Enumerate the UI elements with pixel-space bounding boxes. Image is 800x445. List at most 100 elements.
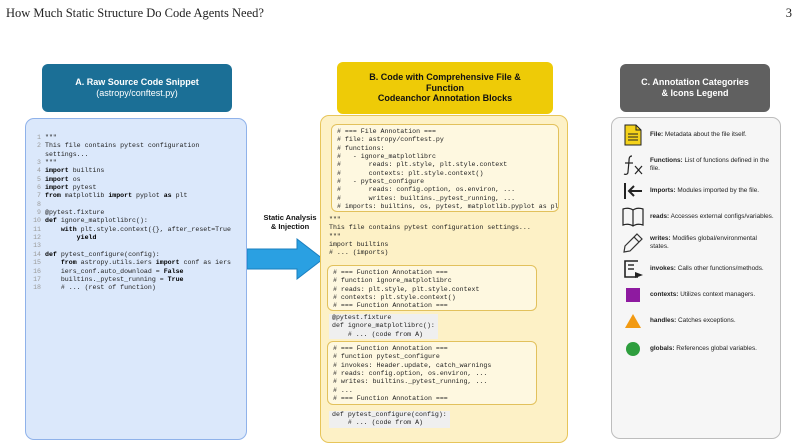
code-text: builtins._pytest_running = bbox=[45, 275, 168, 283]
line-number: 10 bbox=[33, 217, 41, 225]
code-keyword: def bbox=[45, 250, 57, 258]
code-line: # contexts: plt.style.context() bbox=[337, 169, 484, 177]
code-line: def ignore_matplotlibrc(): bbox=[332, 322, 435, 330]
line-number: 13 bbox=[33, 242, 41, 250]
code-line: # reads: config.option, os.environ, ... bbox=[333, 370, 488, 378]
panel-c-title-line-1: C. Annotation Categories bbox=[641, 77, 749, 88]
code-keyword: yield bbox=[76, 234, 97, 242]
file-annotation-block: # === File Annotation ===# file: astropy… bbox=[331, 124, 559, 212]
raw-code-block: 1 """ 2 This file contains pytest configura… bbox=[32, 134, 244, 293]
panel-a-subtitle: (astropy/conftest.py) bbox=[96, 88, 178, 98]
running-title: How Much Static Structure Do Code Agents… bbox=[6, 6, 264, 20]
code-keyword: from bbox=[60, 259, 77, 267]
code-text: # ... (rest of function) bbox=[45, 284, 156, 292]
code-text bbox=[45, 226, 61, 233]
arrow-label: Static Analysis & Injection bbox=[254, 213, 326, 231]
function-annotation-code-1: # === Function Annotation ===# function … bbox=[333, 269, 531, 310]
code-line: 3""" bbox=[32, 159, 244, 167]
code-line: # - pytest_configure bbox=[337, 178, 425, 186]
panel-a-title: A. Raw Source Code Snippet bbox=[75, 77, 199, 88]
code-line: 16 iers_conf.auto_download = False bbox=[32, 268, 244, 276]
legend-desc-globals: References global variables. bbox=[674, 345, 757, 352]
code-text: """ bbox=[45, 159, 57, 167]
legend-label-handles: handles: bbox=[650, 317, 677, 324]
panel-a-header: A. Raw Source Code Snippet (astropy/conf… bbox=[42, 64, 232, 112]
code-keyword: import bbox=[45, 167, 69, 175]
purple-square-icon bbox=[622, 284, 644, 306]
function-annotation-code-2: # === Function Annotation ===# function … bbox=[333, 345, 531, 403]
code-text: @pytest.fixture bbox=[45, 209, 105, 217]
line-number: 9 bbox=[37, 209, 41, 217]
green-circle-icon bbox=[622, 338, 644, 360]
panel-b-title-line-3: Codeanchor Annotation Blocks bbox=[377, 93, 513, 104]
orange-triangle-icon bbox=[622, 310, 644, 332]
module-code: """This file contains pytest configurati… bbox=[329, 216, 531, 258]
arrow-label-line-1: Static Analysis bbox=[263, 213, 317, 222]
panel-c-title-line-2: & Icons Legend bbox=[661, 88, 729, 98]
code-keyword: import bbox=[45, 184, 69, 192]
legend-label-reads: reads: bbox=[650, 213, 670, 220]
line-number: 7 bbox=[37, 192, 41, 200]
line-number: 18 bbox=[33, 284, 41, 292]
code-line: # reads: plt.style, plt.style.context bbox=[333, 285, 480, 293]
code-line: # === Function Annotation === bbox=[333, 345, 448, 352]
panel-b-title-line-2: Function bbox=[426, 82, 464, 93]
line-number: 2 bbox=[37, 142, 41, 150]
panel-c-header: C. Annotation Categories & Icons Legend bbox=[620, 64, 770, 112]
code-line: 18 # ... (rest of function) bbox=[32, 284, 244, 292]
code-line: # functions: bbox=[337, 144, 385, 152]
code-line: 15 from astropy.utils.iers import conf a… bbox=[32, 259, 244, 267]
code-line: # ... (imports) bbox=[329, 249, 389, 257]
code-line: settings... bbox=[32, 151, 244, 159]
code-line: 11 with plt.style.context({}, after_rese… bbox=[32, 226, 244, 234]
legend-item-file: File: Metadata about the file itself. bbox=[622, 124, 777, 146]
code-text: conf as iers bbox=[179, 259, 232, 267]
code-line: # - ignore_matplotlibrc bbox=[337, 153, 436, 161]
line-number: 16 bbox=[33, 267, 41, 275]
panel-b-header: B. Code with Comprehensive File & Functi… bbox=[337, 62, 553, 114]
legend-label-contexts: contexts: bbox=[650, 291, 679, 298]
line-number: 17 bbox=[33, 275, 41, 283]
code-line: 9 @pytest.fixture bbox=[32, 209, 244, 217]
code-line: @pytest.fixture bbox=[332, 314, 392, 321]
code-text: astropy.utils.iers bbox=[76, 259, 156, 267]
code-line: # contexts: plt.style.context() bbox=[333, 294, 456, 302]
legend-desc-reads: Accesses external configs/variables. bbox=[669, 213, 774, 220]
book-icon bbox=[622, 206, 644, 228]
code-line: # ... bbox=[333, 386, 353, 394]
code-line: # file: astropy/conftest.py bbox=[337, 136, 444, 144]
code-line: 2 This file contains pytest configuration bbox=[32, 142, 244, 150]
code-keyword: def bbox=[45, 217, 57, 225]
legend-label-functions: Functions: bbox=[650, 157, 683, 164]
code-line: # === Function Annotation === bbox=[333, 302, 448, 310]
panel-raw-source bbox=[25, 118, 247, 440]
code-text: plt.style.context({}, after_reset=True bbox=[76, 225, 231, 233]
legend-item-contexts: contexts: Utilizes context managers. bbox=[622, 284, 777, 306]
legend-desc-writes: Modifies global/environmental states. bbox=[650, 235, 757, 250]
line-number: 1 bbox=[37, 134, 41, 141]
code-line: 12 yield bbox=[32, 234, 244, 242]
legend-item-writes: writes: Modifies global/environmental st… bbox=[622, 232, 777, 254]
code-text: """ bbox=[45, 134, 57, 141]
code-line: # invokes: Header.update, catch_warnings bbox=[333, 361, 492, 369]
line-number: 6 bbox=[37, 184, 41, 192]
code-line: # writes: builtins._pytest_running, ... bbox=[337, 194, 516, 202]
code-line: 13 bbox=[32, 242, 244, 250]
code-keyword: from bbox=[45, 192, 61, 200]
code-text: matplotlib bbox=[60, 192, 109, 200]
file-annotation-code: # === File Annotation ===# file: astropy… bbox=[337, 128, 558, 211]
code-text: pytest bbox=[68, 184, 97, 192]
code-line: """ bbox=[329, 216, 341, 223]
code-text: plt bbox=[171, 192, 188, 200]
code-line: # ... (code from A) bbox=[332, 330, 424, 338]
code-line: # writes: builtins._pytest_running, ... bbox=[333, 378, 488, 386]
code-text: os bbox=[68, 175, 81, 183]
panel-b-title-line-1: B. Code with Comprehensive File & bbox=[369, 71, 521, 82]
function-annotation-block-2: # === Function Annotation ===# function … bbox=[327, 341, 537, 405]
code-line: # === File Annotation === bbox=[337, 128, 436, 135]
code-text: This file contains pytest configuration bbox=[45, 142, 200, 150]
code-keyword: as bbox=[163, 192, 172, 200]
